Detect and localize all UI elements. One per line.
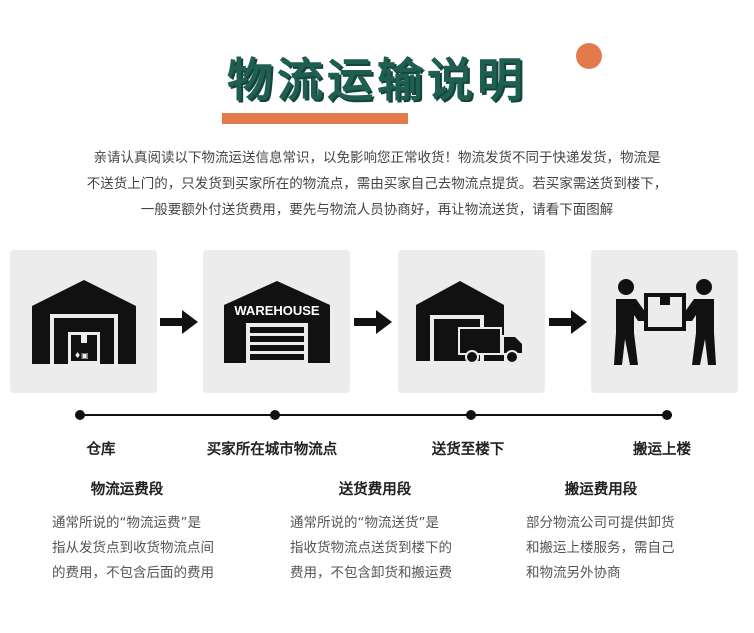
warehouse-sign-icon: WAREHOUSE	[223, 280, 330, 363]
stage-label: 买家所在城市物流点	[206, 442, 338, 458]
fee-line: 部分物流公司可提供卸货	[526, 515, 675, 531]
title-accent-dot	[576, 43, 602, 69]
timeline-dot	[662, 410, 672, 420]
fee-line: 和物流另外协商	[526, 565, 621, 581]
timeline-dot	[270, 410, 280, 420]
intro-line: 亲请认真阅读以下物流运送信息常识，以免影响您正常收货！物流发货不同于快递发货，物…	[93, 150, 661, 166]
fee-heading: 搬运费用段	[564, 482, 638, 498]
fee-line: 和搬运上楼服务，需自己	[526, 540, 675, 556]
fee-line: 的费用，不包含后面的费用	[52, 565, 214, 581]
arrow-right-icon	[160, 310, 198, 334]
panel-warehouse: ♦▣	[10, 250, 157, 393]
fee-line: 指收货物流点送货到楼下的	[290, 540, 452, 556]
timeline-line	[78, 414, 672, 416]
stage-label: 搬运上楼	[633, 442, 691, 458]
warehouse-truck-icon	[415, 280, 524, 364]
stage-label: 送货至楼下	[431, 442, 505, 458]
arrow-right-icon	[549, 310, 587, 334]
svg-text:♦▣: ♦▣	[74, 351, 89, 360]
fee-line: 通常所说的“物流送货”是	[290, 515, 439, 531]
title-underline-bar	[222, 113, 408, 124]
fee-line: 指从发货点到收货物流点间	[52, 540, 214, 556]
warehouse-sign-text: WAREHOUSE	[234, 303, 320, 318]
fee-section: 搬运费用段 部分物流公司可提供卸货 和搬运上楼服务，需自己 和物流另外协商	[526, 478, 726, 586]
fee-heading: 物流运费段	[90, 482, 164, 498]
panel-moving	[591, 250, 738, 393]
intro-text: 亲请认真阅读以下物流运送信息常识，以免影响您正常收货！物流发货不同于快递发货，物…	[40, 145, 714, 223]
stage-label: 仓库	[86, 442, 116, 458]
arrow-right-icon	[354, 310, 392, 334]
intro-line: 不送货上门的，只发货到买家所在的物流点，需由买家自己去物流点提货。若买家需送货到…	[86, 176, 668, 192]
fee-section: 物流运费段 通常所说的“物流运费”是 指从发货点到收货物流点间 的费用，不包含后…	[52, 478, 252, 586]
panel-delivery	[398, 250, 545, 393]
timeline-dot	[75, 410, 85, 420]
fee-section: 送货费用段 通常所说的“物流送货”是 指收货物流点送货到楼下的 费用，不包含卸货…	[290, 478, 490, 586]
fee-line: 费用，不包含卸货和搬运费	[290, 565, 452, 581]
fee-line: 通常所说的“物流运费”是	[52, 515, 201, 531]
page-title: 物流运输说明	[227, 53, 527, 107]
timeline-dot	[466, 410, 476, 420]
panel-logistics-point: WAREHOUSE	[203, 250, 350, 393]
fee-heading: 送货费用段	[338, 482, 412, 498]
warehouse-box-icon: ♦▣	[31, 279, 136, 364]
intro-line: 一般要额外付送货费用，要先与物流人员协商好，再让物流送货，请看下面图解	[140, 202, 614, 218]
movers-carrying-box-icon	[613, 278, 716, 365]
